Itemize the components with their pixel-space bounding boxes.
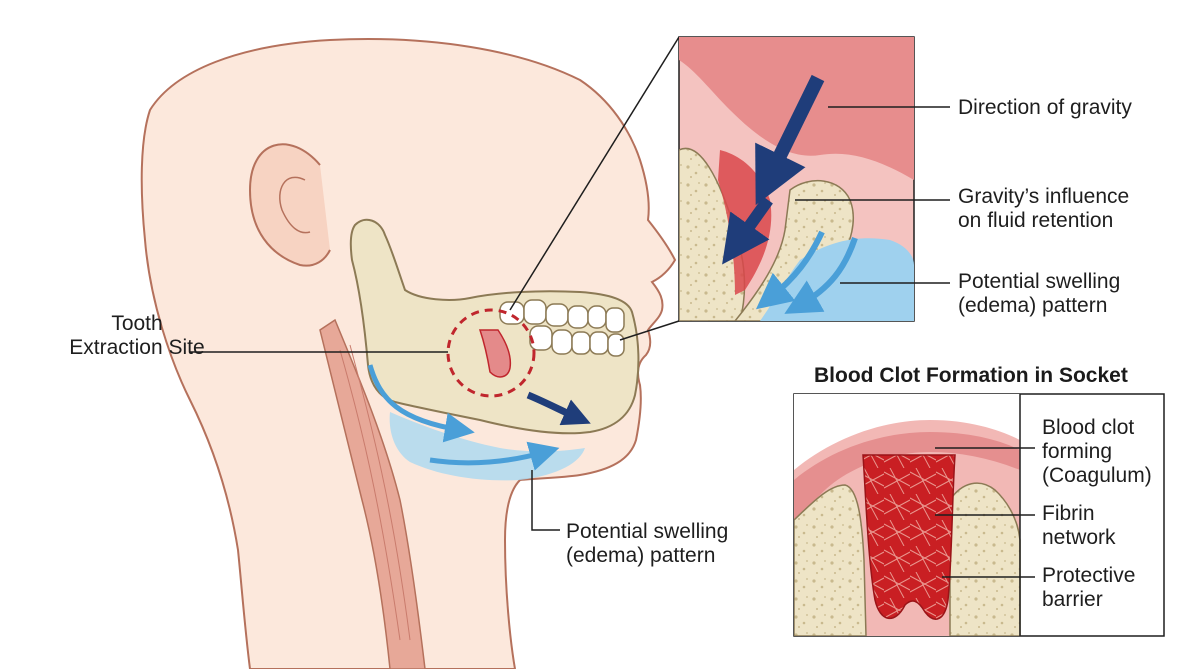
- jaw-bone: [349, 218, 640, 435]
- label-direction-of-gravity: Direction of gravity: [958, 96, 1132, 119]
- label-tooth-extraction-site: Tooth Extraction Site: [69, 312, 205, 359]
- zoom-line-top: [509, 36, 680, 311]
- label-gravity-influence: Gravity’s influence on fluid retention: [958, 185, 1130, 232]
- clot-inset-title: Blood Clot Formation in Socket: [814, 364, 1128, 387]
- down-arrow-icon: [526, 391, 591, 426]
- teeth: [499, 299, 625, 357]
- curved-arrow-icon: [784, 237, 858, 314]
- curved-arrow-icon: [367, 364, 475, 443]
- ear-inner: [279, 176, 311, 234]
- socket-wound: [478, 329, 512, 378]
- callout-line-swelling-face: [531, 470, 560, 531]
- label-blood-clot: Blood clot forming (Coagulum): [1042, 416, 1152, 487]
- zoom-line-bottom: [619, 320, 680, 341]
- ear: [248, 143, 331, 267]
- mandible: [349, 218, 640, 435]
- dashed-circle-icon: [446, 308, 536, 398]
- label-swelling-inset: Potential swelling (edema) pattern: [958, 270, 1121, 317]
- extraction-site: [446, 308, 536, 398]
- gravity-inset: [678, 36, 915, 322]
- label-fibrin: Fibrin network: [1042, 502, 1116, 549]
- down-arrow-icon: [755, 74, 825, 206]
- curved-arrow-icon: [429, 441, 560, 471]
- curved-arrow-icon: [755, 230, 825, 310]
- neck-muscle-fibers: [339, 344, 411, 641]
- label-swelling-face: Potential swelling (edema) pattern: [566, 520, 729, 567]
- neck-muscle: [319, 318, 426, 669]
- down-arrow-icon: [722, 196, 773, 265]
- label-barrier: Protective barrier: [1042, 564, 1136, 611]
